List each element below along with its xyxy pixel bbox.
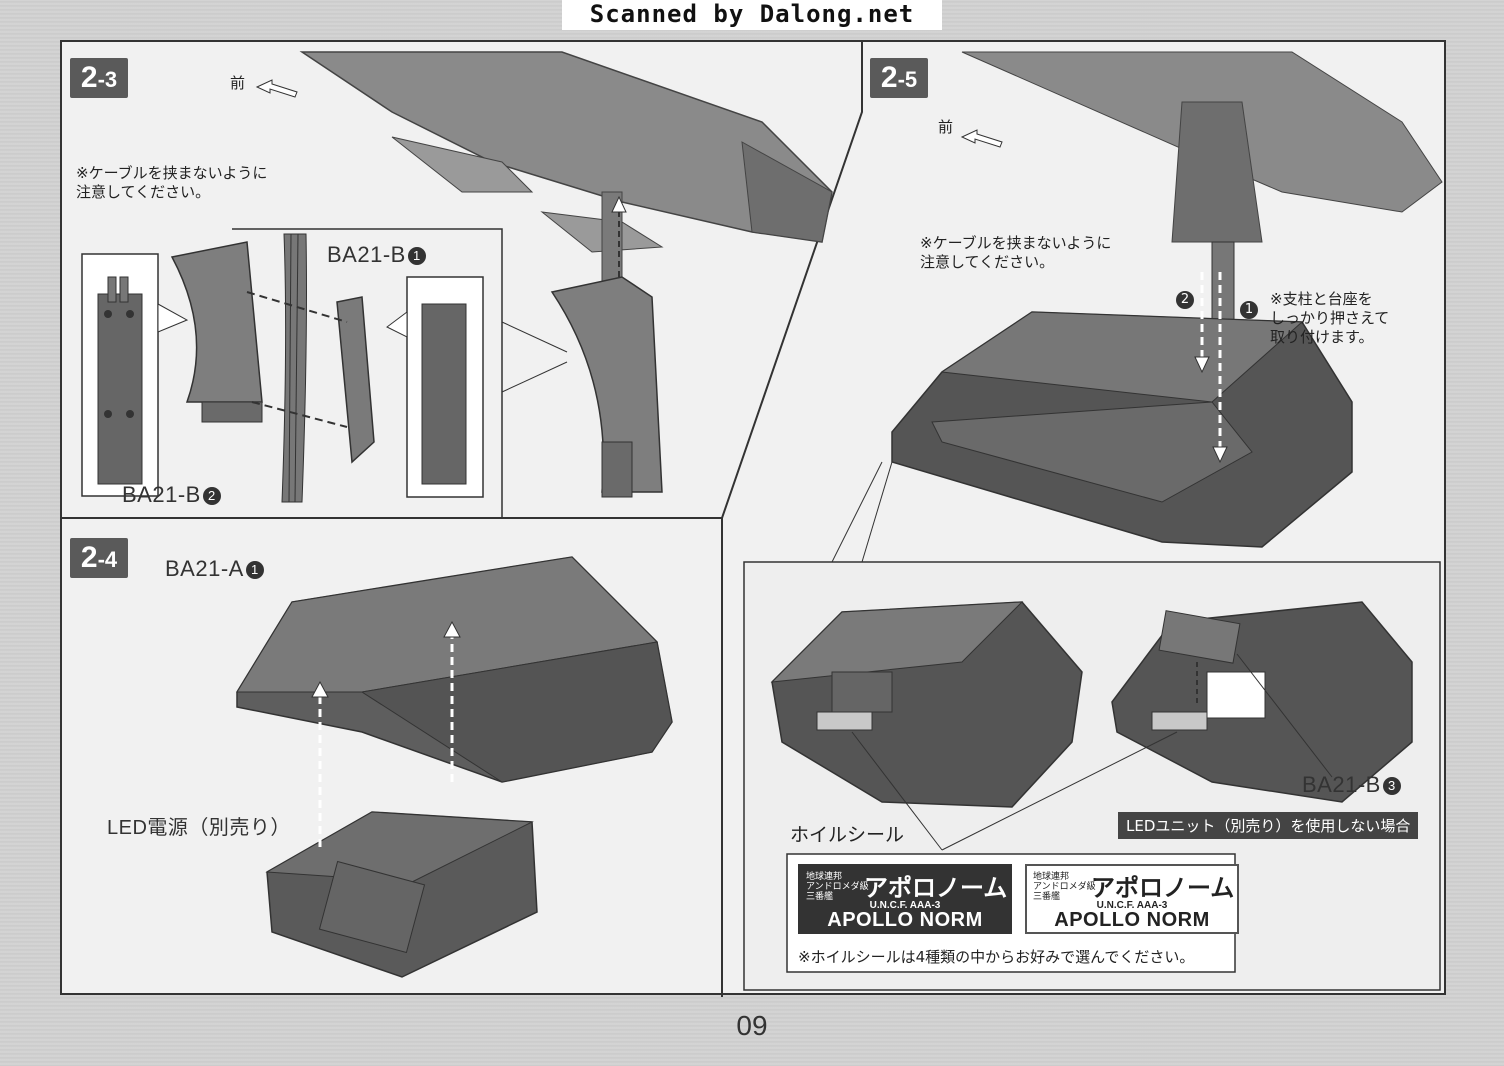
page-number: 09 [736,1010,768,1041]
cable-caution-note: ※ケーブルを挟まないように 注意してください。 [76,164,268,201]
stand-base-illustration [891,311,1353,548]
led-power-label: LED電源（別売り） [107,817,291,839]
ship-stand-illustration [961,51,1443,343]
foil-seal-label: ホイルシール [790,824,905,846]
step-2-4-badge: 2-4 [70,538,128,578]
front-direction-label: 前 [230,74,246,92]
base-cover-illustration [236,556,673,783]
instruction-sheet: 2-3 2-4 2-5 前 ※ケーブルを挟まないように 注意してください。 BA… [60,40,1446,997]
led-power-illustration [265,811,538,978]
front-direction-label-2-5: 前 [938,118,954,136]
press-firmly-note: ※支柱と台座を しっかり押さえて 取り付けます。 [1270,290,1390,346]
scan-watermark: Scanned by Dalong.net [562,0,942,30]
step-2-5-badge: 2-5 [870,58,928,98]
sticker-choice-note: ※ホイルシールは4種類の中からお好みで選んでください。 [798,948,1195,966]
marker-1: 1 [1238,300,1258,319]
foil-sticker-dark: 地球連邦 アンドロメダ級 三番艦 アポロノーム U.N.C.F. AAA-3 A… [798,864,1012,934]
step-2-3-badge: 2-3 [70,58,128,98]
marker-2: 2 [1174,290,1194,309]
cable-caution-note-2-5: ※ケーブルを挟まないように 注意してください。 [920,234,1112,271]
no-led-unit-caption: LEDユニット（別売り）を使用しない場合 [1118,812,1419,839]
assembly-illustration [62,42,1443,997]
foil-sticker-light: 地球連邦 アンドロメダ級 三番艦 アポロノーム U.N.C.F. AAA-3 A… [1025,864,1239,934]
ship-tail-illustration [299,51,833,293]
